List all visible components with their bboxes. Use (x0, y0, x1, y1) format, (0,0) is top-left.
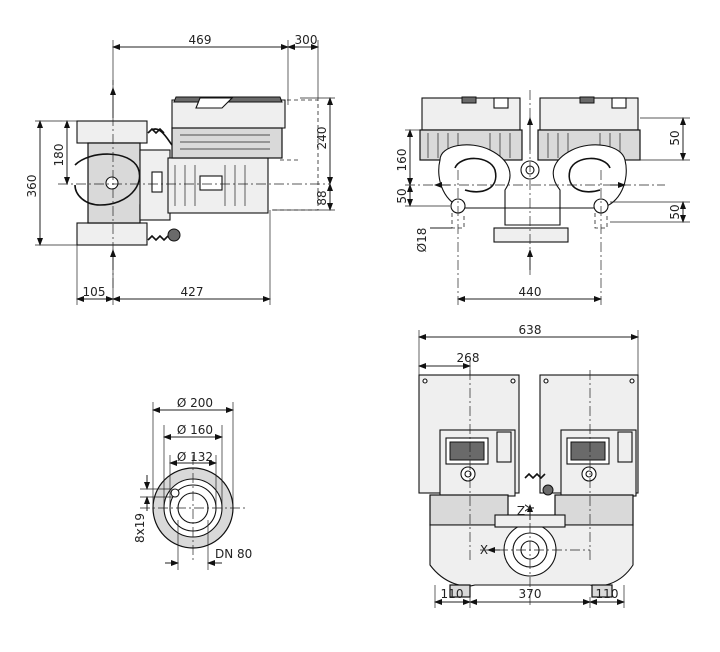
side-electronics-top (171, 99, 286, 129)
dim-hole-18: Ø18 (415, 228, 429, 253)
dim-360: 360 (25, 175, 39, 198)
top-inlet-flange (493, 227, 569, 243)
side-view: 469 300 240 88 180 360 105 427 (25, 33, 335, 305)
dim-440: 440 (519, 285, 542, 299)
dim-469: 469 (189, 33, 212, 47)
side-volute-outline (74, 153, 141, 206)
flange-view: Ø 200 Ø 160 Ø 132 8x19 DN 80 (133, 396, 252, 570)
side-electronics-base (171, 127, 283, 159)
front-view: X Y Z 638 268 110 370 110 (418, 323, 639, 608)
side-flange-top (76, 120, 148, 144)
dim-d160: Ø 160 (177, 423, 213, 437)
dim-110-right: 110 (596, 587, 619, 601)
side-nameplate (199, 175, 223, 191)
dim-160-top: 160 (395, 149, 409, 172)
side-flange-bottom (76, 222, 148, 246)
dim-110-left: 110 (441, 587, 464, 601)
dim-d200: Ø 200 (177, 396, 213, 410)
dim-105: 105 (83, 285, 106, 299)
side-display-badge (195, 97, 234, 109)
dim-300: 300 (295, 33, 318, 47)
dim-50-left: 50 (395, 188, 409, 203)
dim-370: 370 (519, 587, 542, 601)
side-coupling (151, 171, 163, 193)
dim-240: 240 (315, 127, 329, 150)
top-view: 160 50 50 50 Ø18 440 (395, 90, 690, 305)
dim-180: 180 (52, 144, 66, 167)
dim-638: 638 (519, 323, 542, 337)
front-lantern-right (554, 494, 634, 526)
axis-label-x: X (480, 543, 488, 557)
dim-dn80: DN 80 (215, 547, 252, 561)
dim-d132: Ø 132 (177, 450, 213, 464)
axis-label-z: Z (517, 504, 525, 518)
dim-88: 88 (315, 190, 329, 205)
dim-50-right-top: 50 (668, 130, 682, 145)
side-center-mark (105, 176, 119, 190)
dim-427: 427 (181, 285, 204, 299)
top-pump-casing (438, 144, 627, 226)
dim-50-right-bottom: 50 (668, 204, 682, 219)
dim-8x19: 8x19 (133, 513, 147, 543)
dim-268: 268 (457, 351, 480, 365)
axis-label-y: Y (523, 504, 537, 513)
